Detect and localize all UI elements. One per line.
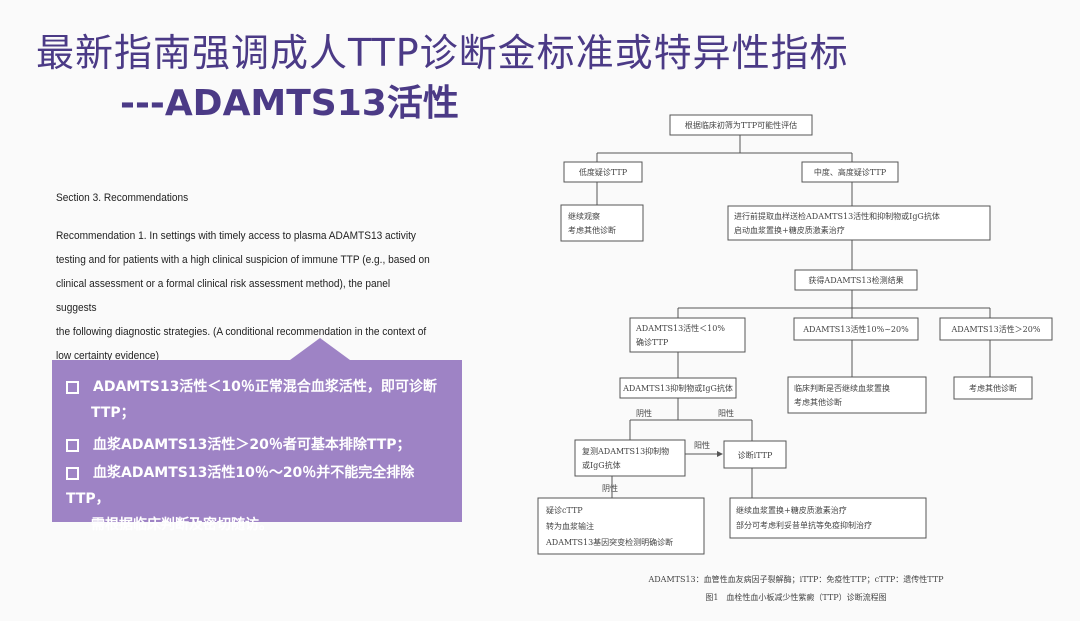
- bullet-item: 血浆ADAMTS13活性＞20％者可基本排除TTP；: [66, 432, 446, 458]
- svg-text:ADAMTS13抑制物或IgG抗体: ADAMTS13抑制物或IgG抗体: [622, 383, 733, 393]
- flow-node: ADAMTS13活性10%~20%: [793, 317, 919, 341]
- square-bullet-icon: [66, 380, 79, 394]
- flow-node: 进行前提取血样送检ADAMTS13活性和抑制物或IgG抗体 启动血浆置换+糖皮质…: [727, 205, 991, 241]
- recommendation-line: clinical assessment or a formal clinical…: [56, 278, 391, 314]
- recommendation-line: low certainty evidence): [56, 350, 159, 362]
- edge-label: 阴性: [636, 408, 652, 418]
- svg-text:中度、高度疑诊TTP: 中度、高度疑诊TTP: [814, 167, 887, 177]
- svg-text:ADAMTS13活性＞20%: ADAMTS13活性＞20%: [951, 324, 1041, 334]
- flow-node: 获得ADAMTS13检测结果: [794, 269, 918, 291]
- flow-node: 疑诊cTTP 转为血浆输注 ADAMTS13基因突变检测明确诊断: [537, 497, 705, 555]
- flow-node: ADAMTS13活性＞20%: [939, 317, 1053, 341]
- edge-label: 阳性: [694, 440, 710, 450]
- key-points-box: ADAMTS13活性＜10％正常混合血浆活性，即可诊断 TTP； 血浆ADAMT…: [52, 360, 462, 533]
- flow-node: 低度疑诊TTP: [563, 161, 643, 183]
- svg-text:启动血浆置换+糖皮质激素治疗: 启动血浆置换+糖皮质激素治疗: [734, 225, 845, 235]
- flow-node: 中度、高度疑诊TTP: [801, 161, 899, 183]
- svg-text:ADAMTS13活性10%~20%: ADAMTS13活性10%~20%: [802, 324, 909, 334]
- svg-text:进行前提取血样送检ADAMTS13活性和抑制物或IgG抗体: 进行前提取血样送检ADAMTS13活性和抑制物或IgG抗体: [734, 211, 940, 221]
- svg-text:考虑其他诊断: 考虑其他诊断: [969, 383, 1017, 393]
- square-bullet-icon: [66, 466, 79, 480]
- slide-title-line2: ---ADAMTS13活性: [120, 83, 459, 124]
- bullet-item: 血浆ADAMTS13活性10％～20％并不能完全排除TTP， 需根据临床判断及密…: [66, 465, 415, 533]
- flow-node: 继续观察 考虑其他诊断: [560, 204, 644, 242]
- svg-text:诊断iTTP: 诊断iTTP: [738, 450, 773, 460]
- svg-text:考虑其他诊断: 考虑其他诊断: [568, 225, 616, 235]
- svg-text:继续血浆置换+糖皮质激素治疗: 继续血浆置换+糖皮质激素治疗: [736, 505, 847, 515]
- svg-text:获得ADAMTS13检测结果: 获得ADAMTS13检测结果: [808, 275, 903, 285]
- edge-label: 阴性: [602, 483, 618, 493]
- svg-text:部分可考虑利妥昔单抗等免疫抑制治疗: 部分可考虑利妥昔单抗等免疫抑制治疗: [736, 520, 872, 530]
- flow-node: 继续血浆置换+糖皮质激素治疗 部分可考虑利妥昔单抗等免疫抑制治疗: [729, 497, 927, 539]
- recommendation-line: Recommendation 1. In settings with timel…: [56, 230, 416, 242]
- svg-text:或IgG抗体: 或IgG抗体: [582, 460, 621, 470]
- svg-text:根据临床初筛为TTP可能性评估: 根据临床初筛为TTP可能性评估: [685, 120, 797, 130]
- svg-text:临床判断是否继续血浆置换: 临床判断是否继续血浆置换: [794, 383, 890, 393]
- flow-connectors: [596, 135, 991, 498]
- flow-node: 临床判断是否继续血浆置换 考虑其他诊断: [787, 376, 927, 414]
- flow-node: 根据临床初筛为TTP可能性评估: [669, 114, 813, 136]
- bullet-item: ADAMTS13活性＜10％正常混合血浆活性，即可诊断 TTP；: [66, 374, 446, 426]
- slide-title-line1: 最新指南强调成人TTP诊断金标准或特异性指标: [36, 31, 849, 75]
- recommendation-line: the following diagnostic strategies. (A …: [56, 326, 427, 338]
- svg-text:继续观察: 继续观察: [568, 211, 600, 221]
- svg-text:ADAMTS13活性＜10%: ADAMTS13活性＜10%: [635, 323, 725, 333]
- section-heading: Section 3. Recommendations: [56, 192, 189, 204]
- flow-node: ADAMTS13抑制物或IgG抗体: [619, 377, 737, 399]
- recommendation-line: testing and for patients with a high cli…: [56, 254, 430, 266]
- flow-node: ADAMTS13活性＜10% 确诊TTP: [629, 317, 746, 353]
- svg-text:转为血浆输注: 转为血浆输注: [546, 521, 594, 531]
- recommendation-text: Section 3. Recommendations Recommendatio…: [56, 186, 433, 368]
- svg-text:ADAMTS13基因突变检测明确诊断: ADAMTS13基因突变检测明确诊断: [545, 537, 673, 547]
- svg-text:低度疑诊TTP: 低度疑诊TTP: [579, 167, 628, 177]
- svg-text:疑诊cTTP: 疑诊cTTP: [546, 505, 583, 515]
- svg-text:确诊TTP: 确诊TTP: [636, 337, 669, 347]
- square-bullet-icon: [66, 438, 79, 452]
- flow-node: 考虑其他诊断: [953, 376, 1033, 400]
- callout-pointer: [290, 338, 350, 360]
- svg-text:复测ADAMTS13抑制物: 复测ADAMTS13抑制物: [582, 446, 669, 456]
- flow-node: 复测ADAMTS13抑制物 或IgG抗体: [574, 439, 686, 477]
- svg-text:考虑其他诊断: 考虑其他诊断: [794, 397, 842, 407]
- flow-node: 诊断iTTP: [723, 440, 787, 469]
- figure-caption: 图1 血栓性血小板减少性紫癜（TTP）诊断流程图: [705, 592, 886, 602]
- edge-label: 阳性: [718, 408, 734, 418]
- figure-footnote: ADAMTS13：血管性血友病因子裂解酶；iTTP：免疫性TTP；cTTP：遗传…: [647, 574, 944, 584]
